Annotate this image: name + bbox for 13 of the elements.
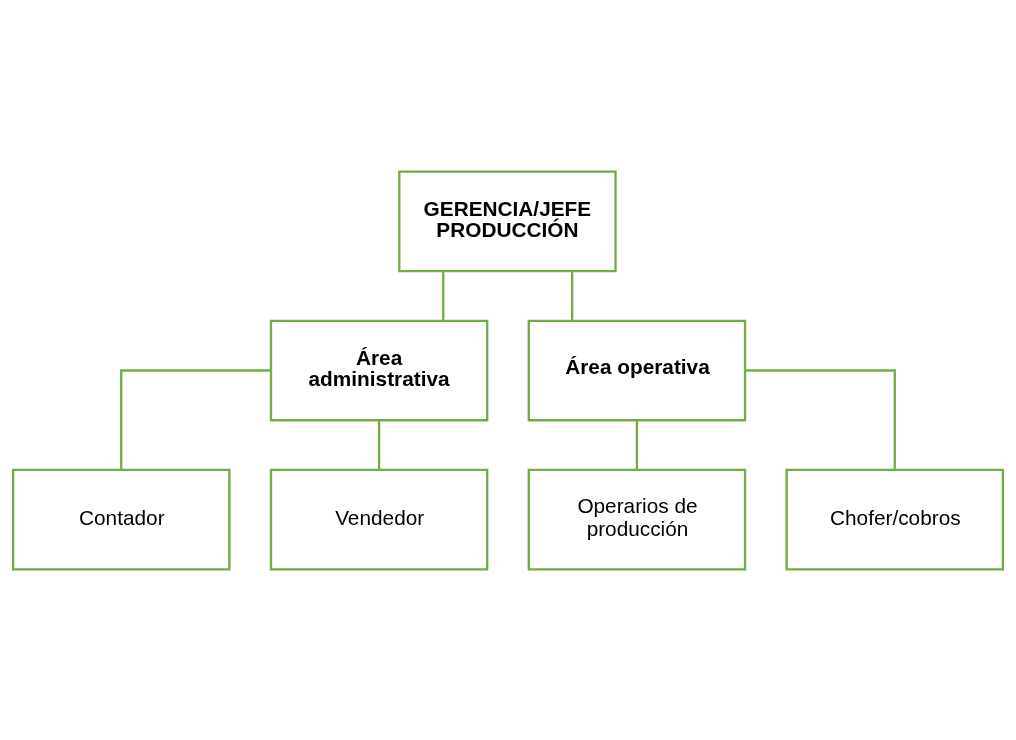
connector [120, 368, 271, 470]
connector [745, 368, 896, 470]
node-box: Área operativa [527, 319, 747, 421]
connector [635, 420, 639, 469]
node-box: Área administrativa [269, 319, 489, 421]
connector [442, 270, 445, 320]
node-box: GERENCIA/JEFE PRODUCCIÓN [398, 169, 617, 272]
connector [377, 420, 381, 469]
node-box: Contador [11, 468, 231, 571]
connector [571, 270, 574, 320]
node-box: Chofer/cobros [785, 468, 1005, 571]
node-box: Vendedor [269, 468, 489, 571]
node-box: Operarios de producción [527, 468, 747, 571]
